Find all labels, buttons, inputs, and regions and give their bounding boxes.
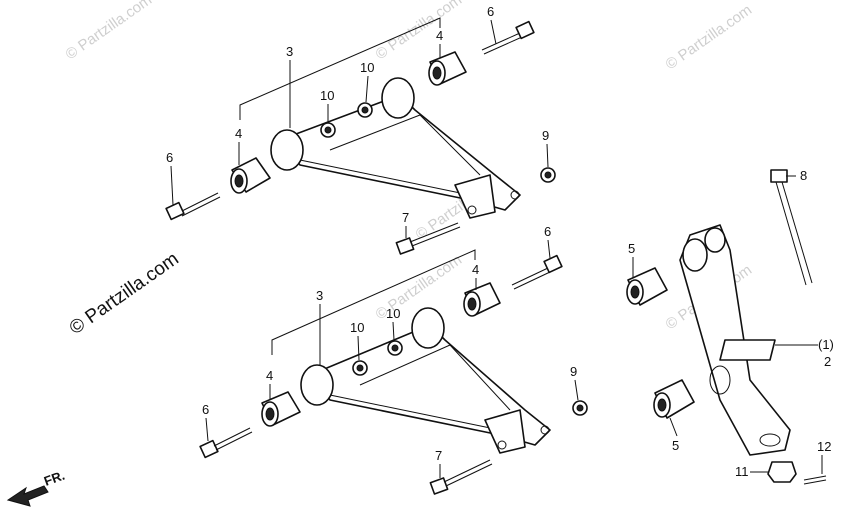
callout-10-lower-a: 10 — [350, 320, 364, 335]
bushing-4-lower-left — [261, 391, 301, 427]
bushing-4-upper-right — [428, 51, 467, 86]
upper-arm-assembly — [165, 17, 556, 255]
nut-10-lower-b-hole — [391, 344, 399, 352]
bolt-6-lower-right — [511, 254, 563, 290]
callout-5-upper: 5 — [628, 241, 635, 256]
bushing-5-upper — [626, 267, 668, 306]
bolt-7-lower — [429, 459, 493, 495]
callout-10-lower-b: 10 — [386, 306, 400, 321]
bushing-4-lower-right — [463, 282, 501, 317]
nut-10-lower-a-hole — [356, 364, 364, 372]
callout-9-lower: 9 — [570, 364, 577, 379]
callout-9-upper: 9 — [542, 128, 549, 143]
knuckle-assembly — [626, 169, 827, 485]
callout-2: 2 — [824, 354, 831, 369]
bushing-4-upper-left — [230, 157, 271, 194]
callout-bracket-lower-4 — [271, 249, 476, 355]
watermark-main: © Partzilla.com — [66, 248, 183, 339]
callout-12: 12 — [817, 439, 831, 454]
lower-arm-assembly — [199, 249, 588, 495]
callout-3-upper: 3 — [286, 44, 293, 59]
bolt-6-lower-left — [199, 427, 253, 459]
callout-6-lower-right: 6 — [544, 224, 551, 239]
bolt-6-upper-right — [481, 20, 535, 55]
callout-7-lower: 7 — [435, 448, 442, 463]
bushing-5-lower — [653, 379, 695, 419]
callout-3-lower: 3 — [316, 288, 323, 303]
callout-4-lower-right: 4 — [472, 262, 479, 277]
fr-label: FR. — [42, 468, 67, 489]
fr-arrow-icon — [6, 485, 49, 507]
callout-4-upper-right: 4 — [436, 28, 443, 43]
bolt-6-upper-left — [165, 192, 221, 221]
bolt-7-upper — [395, 222, 461, 255]
callout-10-upper-b: 10 — [360, 60, 374, 75]
grease-fitting-12 — [803, 475, 827, 485]
callout-6-upper-right: 6 — [487, 4, 494, 19]
callout-10-upper-a: 10 — [320, 88, 334, 103]
callout-1: (1) — [818, 337, 834, 352]
callout-8: 8 — [800, 168, 807, 183]
callout-7-upper: 7 — [402, 210, 409, 225]
nut-10-upper-a-hole — [324, 126, 332, 134]
callout-11: 11 — [735, 464, 749, 479]
bolt-8 — [770, 169, 813, 286]
nut-9-lower-hole — [576, 404, 584, 412]
watermark-faded-3: © Partzilla.com — [663, 1, 756, 73]
callout-5-lower: 5 — [672, 438, 679, 453]
callout-4-lower-left: 4 — [266, 368, 273, 383]
knuckle-body — [679, 224, 791, 456]
nut-10-upper-b-hole — [361, 106, 369, 114]
callout-4-upper-left: 4 — [235, 126, 242, 141]
arm-3-lower — [300, 307, 551, 454]
front-direction-arrow: FR. — [6, 468, 67, 507]
callout-bracket-upper-4 — [239, 17, 441, 120]
callout-labels: 6 4 3 10 10 4 6 9 7 8 5 6 4 3 10 10 4 9 … — [166, 4, 834, 479]
callout-6-upper-left: 6 — [166, 150, 173, 165]
leader-lines — [170, 19, 823, 478]
watermark-faded-1: © Partzilla.com — [63, 0, 156, 63]
nut-11 — [767, 461, 797, 483]
nut-9-upper-hole — [544, 171, 552, 179]
arm-3-upper — [270, 77, 521, 219]
callout-6-lower-left: 6 — [202, 402, 209, 417]
